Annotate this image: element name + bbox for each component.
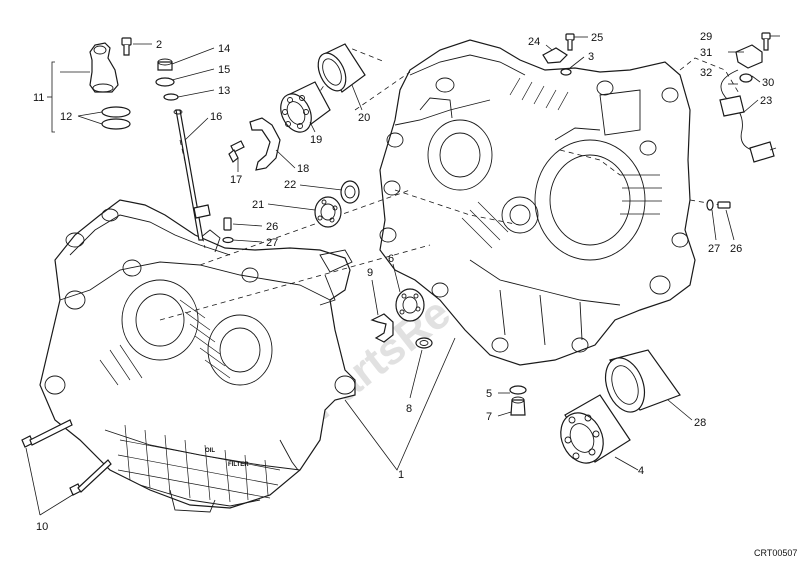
part-26-27-left	[222, 217, 234, 244]
callout-1: 1	[398, 469, 404, 481]
part-4-bearing	[560, 394, 631, 464]
part-5-7-plug	[509, 385, 527, 416]
callout-3: 3	[588, 51, 594, 63]
part-8-ring	[415, 337, 433, 349]
callout-10: 10	[36, 521, 48, 533]
callout-16: 16	[210, 111, 222, 123]
part-2-bolt	[121, 37, 132, 56]
part-17-18	[228, 117, 281, 171]
drawing-code: CRT00507	[754, 548, 797, 558]
callout-6: 6	[388, 253, 394, 265]
callout-12: 12	[60, 111, 72, 123]
filter-label: FILTER	[228, 462, 249, 468]
callout-22: 22	[284, 179, 296, 191]
callout-27-left: 27	[266, 237, 278, 249]
left-crankcase-half: OIL FILTER	[39, 199, 356, 513]
callout-26-left: 26	[266, 221, 278, 233]
callout-32: 32	[700, 67, 712, 79]
callout-20: 20	[358, 112, 370, 124]
callout-31: 31	[700, 47, 712, 59]
callout-27-right: 27	[708, 243, 720, 255]
callout-7: 7	[486, 411, 492, 423]
callout-18: 18	[297, 163, 309, 175]
callout-14: 14	[218, 43, 230, 55]
part-19-bearing	[280, 81, 331, 133]
part-20-bushing	[317, 43, 366, 93]
callout-29: 29	[700, 31, 712, 43]
callout-13: 13	[218, 85, 230, 97]
leader-lines	[25, 35, 780, 516]
callout-9: 9	[367, 267, 373, 279]
callout-30: 30	[762, 77, 774, 89]
callout-15: 15	[218, 64, 230, 76]
part-6-9	[370, 288, 425, 343]
callout-26-right: 26	[730, 243, 742, 255]
oil-label: OIL	[205, 448, 215, 454]
part-21-22	[314, 180, 360, 228]
part-29-32-sensor	[719, 32, 777, 163]
callout-17: 17	[230, 174, 242, 186]
part-10-bolts	[21, 419, 112, 496]
right-crankcase-half	[379, 39, 696, 366]
callouts: 2 11 12 14 15 13 16 17 18 19 20 22 21 26…	[33, 31, 774, 533]
callout-4: 4	[638, 465, 644, 477]
callout-23: 23	[760, 95, 772, 107]
callout-8: 8	[406, 403, 412, 415]
callout-24: 24	[528, 36, 540, 48]
part-11-switch	[89, 42, 131, 130]
callout-28: 28	[694, 417, 706, 429]
part-16-pipe-assembly	[155, 58, 211, 241]
callout-11: 11	[33, 92, 44, 104]
callout-19: 19	[310, 134, 322, 146]
callout-25: 25	[591, 32, 603, 44]
callout-21: 21	[252, 199, 264, 211]
part-28-bushing	[604, 349, 681, 413]
callout-2: 2	[156, 39, 162, 51]
callout-5: 5	[486, 388, 492, 400]
part-26-27-right	[706, 199, 731, 211]
part-3-24-25	[542, 33, 575, 76]
